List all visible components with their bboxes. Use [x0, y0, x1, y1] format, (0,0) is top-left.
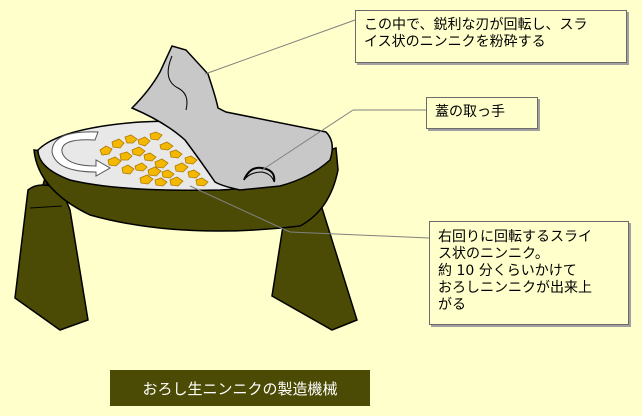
callout-line: 約 10 分くらいかけて	[438, 263, 577, 279]
callout-handle: 蓋の取っ手	[426, 97, 538, 129]
machine-lid	[130, 45, 333, 191]
page-title: おろし生ニンニクの製造機械	[142, 379, 338, 398]
lid-handle	[243, 166, 276, 183]
callout-line: イス状のニンニクを粉砕する	[364, 34, 546, 50]
garlic-slices	[99, 131, 209, 187]
callout-line: 蓋の取っ手	[435, 104, 505, 120]
callout-line: がる	[438, 297, 466, 313]
callout-line: 右回りに回転するスライ	[438, 229, 592, 245]
callout-blade: この中で、鋭利な刃が回転し、スラ イス状のニンニクを粉砕する	[355, 10, 627, 63]
callout-slices: 右回りに回転するスライ ス状のニンニク。 約 10 分くらいかけて おろしニンニ…	[429, 221, 629, 325]
leader-lines	[189, 19, 430, 239]
curved-arrow-icon	[51, 131, 112, 177]
title-banner: おろし生ニンニクの製造機械	[110, 370, 370, 406]
callout-line: ス状のニンニク。	[438, 246, 549, 262]
callout-line: おろしニンニクが出来上	[438, 280, 592, 296]
callout-line: この中で、鋭利な刃が回転し、スラ	[364, 17, 588, 33]
